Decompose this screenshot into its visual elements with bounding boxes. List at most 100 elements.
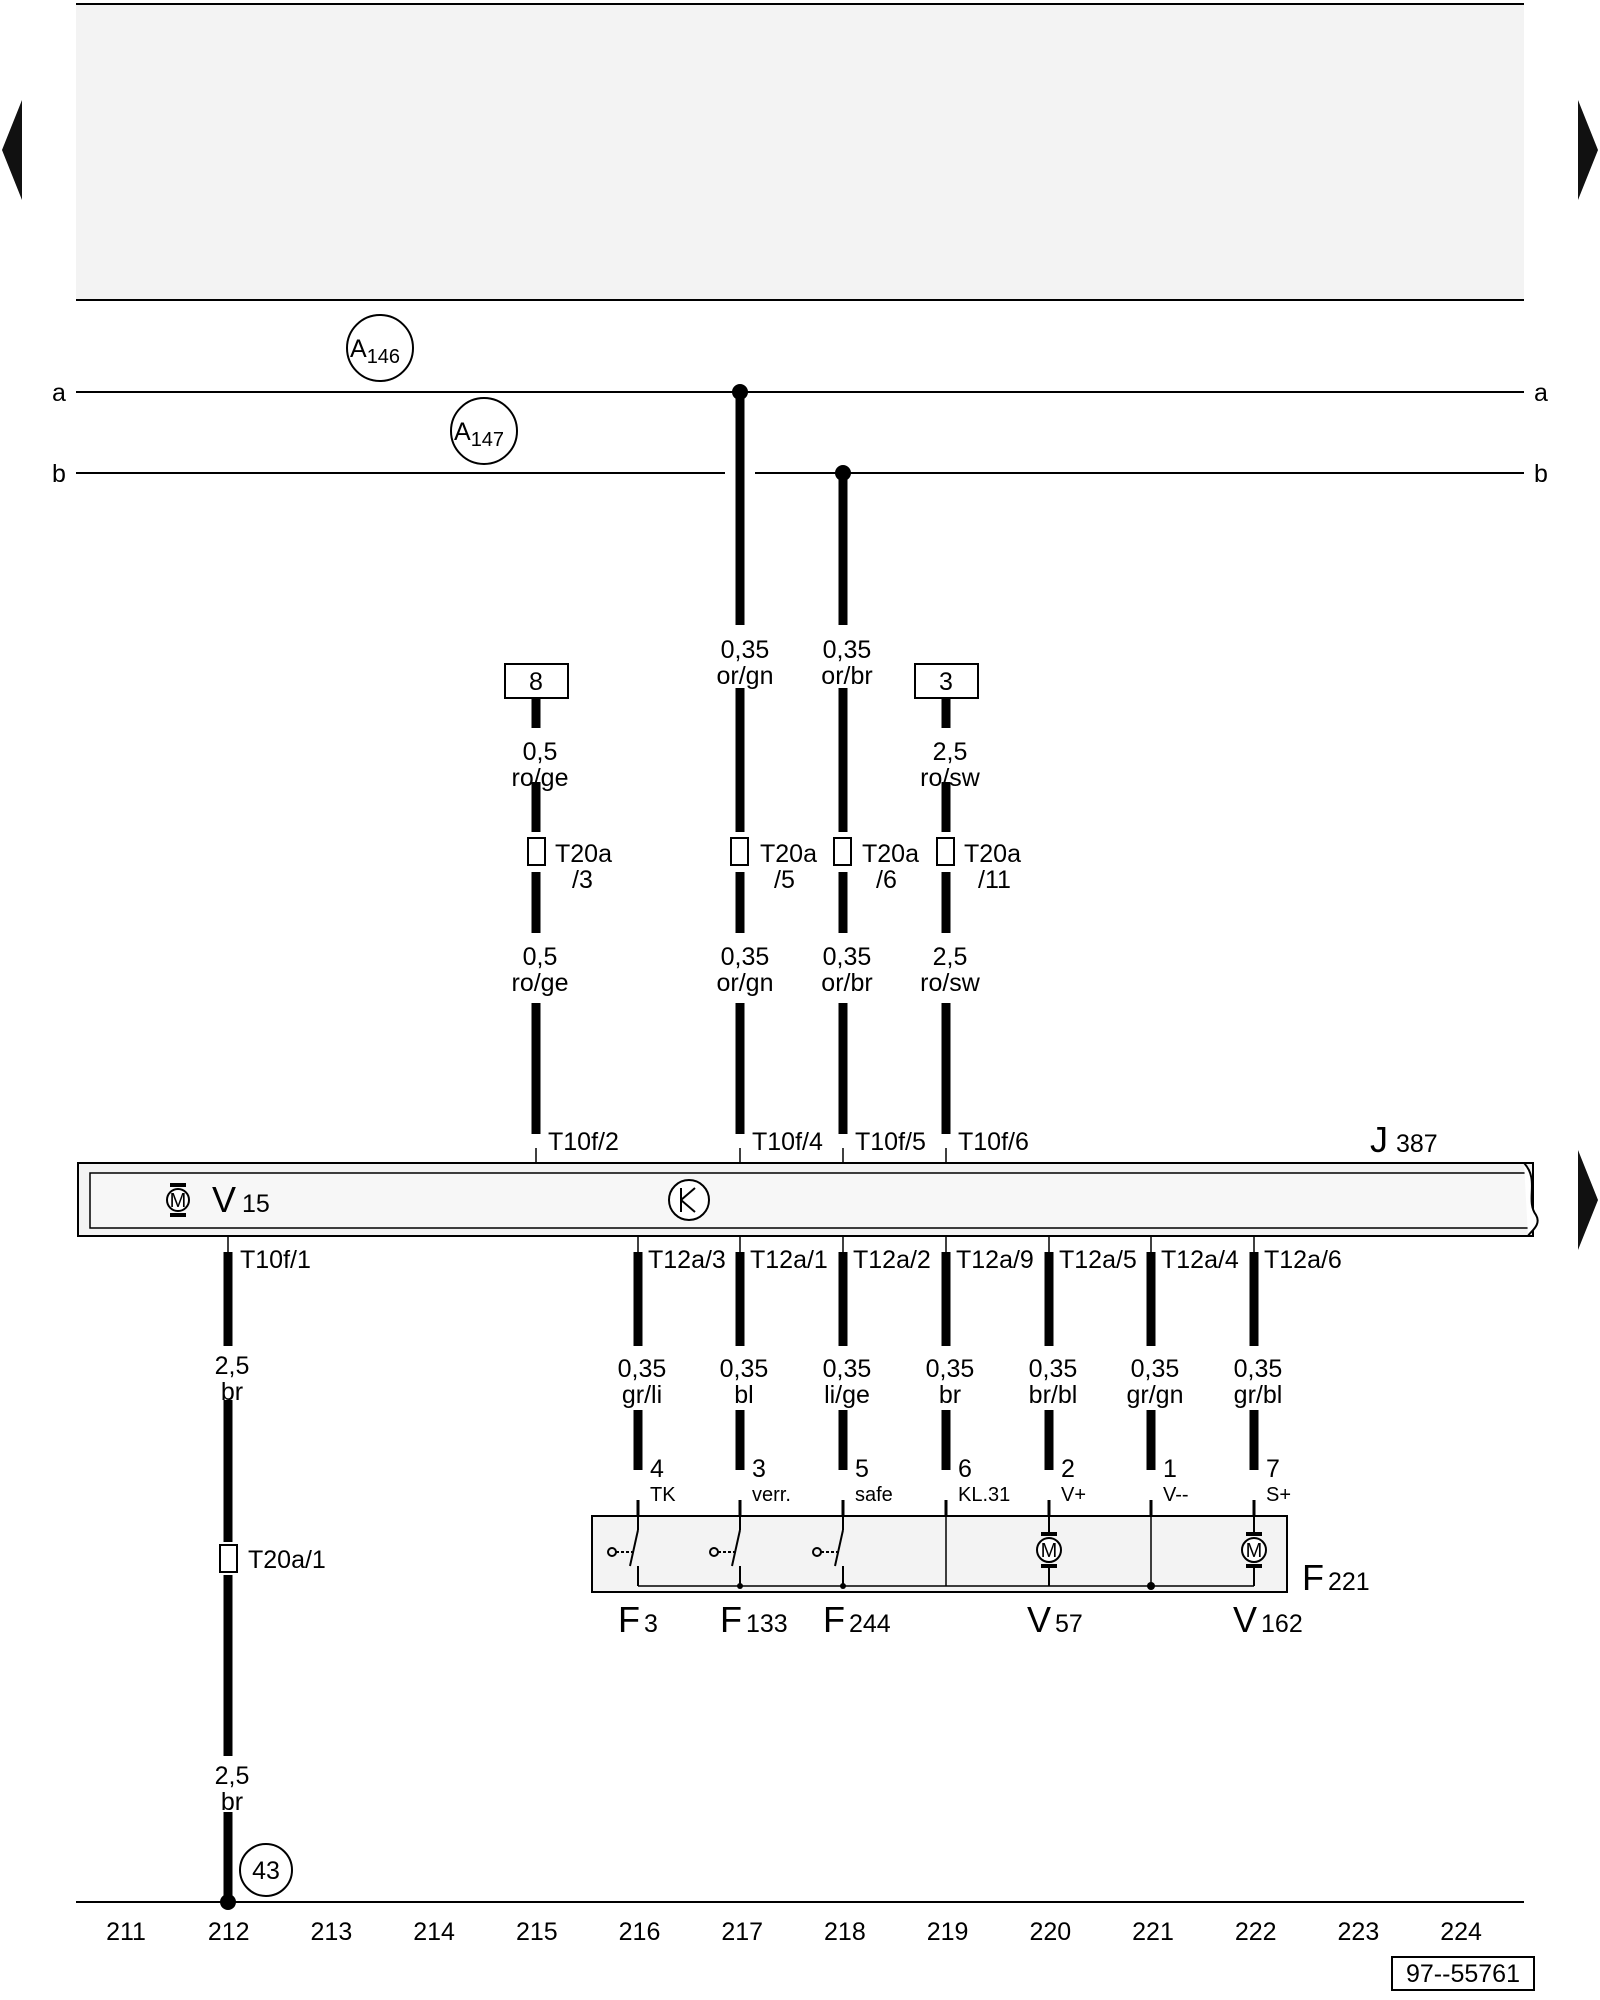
- scale-label: 215: [516, 1918, 558, 1946]
- motor-v15-icon: [166, 1188, 190, 1212]
- lower-wire-3-terminal-number: 5: [855, 1455, 869, 1483]
- upper-wire-1-connector-pin: /3: [572, 866, 593, 894]
- lower-wire-4-terminal-name: KL.31: [958, 1484, 1010, 1506]
- lower-wire-3-pin: T12a/2: [853, 1246, 931, 1274]
- bus-b-label-right: b: [1534, 460, 1548, 488]
- upper-wire-4-pin: T10f/6: [958, 1128, 1029, 1156]
- motor-v15-symbol: M: [170, 1190, 187, 1212]
- motor-v162-symbol: M: [1246, 1540, 1263, 1562]
- scale-label: 222: [1235, 1918, 1277, 1946]
- upper-wire-3-gauge: 0,35: [823, 636, 872, 664]
- upper-wire-3-lower-color: or/br: [821, 969, 872, 997]
- lower-wire-1-terminal-number: 4: [650, 1455, 664, 1483]
- lower-wire-3-color: li/ge: [824, 1381, 870, 1409]
- lower-wire-1-terminal-name: TK: [650, 1484, 676, 1506]
- component-f3-sub: 3: [644, 1610, 658, 1638]
- lower-wire-2-color: bl: [734, 1381, 753, 1409]
- ground-ref-circle: [239, 1843, 293, 1897]
- control-unit-bottom-pins: [227, 1236, 1255, 1252]
- component-f244-sub: 244: [849, 1610, 891, 1638]
- connector-t20a-3-icon: [527, 837, 546, 866]
- upper-wire-3-junction: [835, 465, 851, 481]
- control-unit-inner-frame: [89, 1172, 1531, 1229]
- upper-wire-3-connector-pin: /6: [876, 866, 897, 894]
- motor-v15-brush-top: [170, 1183, 186, 1187]
- previous-page-arrow-icon[interactable]: [2, 100, 22, 200]
- lower-wire-2-terminal-name: verr.: [752, 1484, 791, 1506]
- lock-unit-frame: [591, 1515, 1288, 1593]
- upper-wire-3-color: or/br: [821, 662, 872, 690]
- upper-wire-1-pin: T10f/2: [548, 1128, 619, 1156]
- ref-a146-circle: [346, 314, 414, 382]
- svg-text:V57: V57: [1027, 1599, 1083, 1640]
- upper-wire-1-gauge: 0,5: [523, 738, 558, 766]
- terminal-box-3-text: 3: [939, 668, 953, 696]
- component-f3-main: F: [618, 1599, 640, 1640]
- control-unit-main: J: [1370, 1119, 1388, 1160]
- lower-wire-4-terminal-number: 6: [958, 1455, 972, 1483]
- upper-wire-3-lower-gauge: 0,35: [823, 943, 872, 971]
- bus-a-label-right: a: [1534, 379, 1548, 407]
- scale-label: 218: [824, 1918, 866, 1946]
- upper-wire-4-gauge: 2,5: [933, 738, 968, 766]
- terminal-box-3: 3: [914, 663, 979, 699]
- upper-wire-2-connector: T20a: [760, 840, 817, 868]
- upper-wire-4-lower-gauge: 2,5: [933, 943, 968, 971]
- lower-wire-5-pin: T12a/5: [1059, 1246, 1137, 1274]
- ref-a147-sub: 147: [471, 429, 504, 451]
- upper-wire-4-color: ro/sw: [920, 764, 981, 792]
- lower-wire-3-terminal-name: safe: [855, 1484, 893, 1506]
- upper-wire-1-lower-color: ro/ge: [512, 969, 569, 997]
- lower-wire-6-pin: T12a/4: [1161, 1246, 1239, 1274]
- ground-wire-color: br: [221, 1378, 243, 1406]
- doc-number-frame: [1391, 1956, 1535, 1991]
- svg-text:A146: A146: [350, 335, 400, 368]
- lower-wire-7-terminal-number: 7: [1266, 1455, 1280, 1483]
- upper-wire-2-lower-gauge: 0,35: [721, 943, 770, 971]
- lock-unit-main: F: [1302, 1557, 1324, 1598]
- scale-label: 214: [413, 1918, 455, 1946]
- transistor-circle: [668, 1179, 710, 1221]
- upper-wire-4-connector: T20a: [964, 840, 1021, 868]
- lower-wire-1-gauge: 0,35: [618, 1355, 667, 1383]
- upper-wire-1-lower-gauge: 0,5: [523, 943, 558, 971]
- ref-a147-circle: [450, 397, 518, 465]
- switch-f3-icon: [607, 1516, 639, 1586]
- lower-wires: T12a/30,35gr/li4TKT12a/10,35bl3verr.T12a…: [618, 1246, 1342, 1516]
- lower-wire-6-gauge: 0,35: [1131, 1355, 1180, 1383]
- scale-label: 221: [1132, 1918, 1174, 1946]
- motor-v162: M: [1241, 1516, 1267, 1586]
- component-v57-sub: 57: [1055, 1610, 1083, 1638]
- motor-v15-sub: 15: [242, 1190, 270, 1218]
- switch-f133-icon: [709, 1516, 741, 1586]
- lower-wire-5-terminal-name: V+: [1061, 1484, 1086, 1506]
- lower-wire-6-terminal-name: V--: [1163, 1484, 1189, 1506]
- lower-wire-4-gauge: 0,35: [926, 1355, 975, 1383]
- lower-wire-5-terminal-number: 2: [1061, 1455, 1075, 1483]
- component-v57-main: V: [1027, 1599, 1051, 1640]
- scale-label: 220: [1029, 1918, 1071, 1946]
- continue-arrow-icon[interactable]: [1578, 1150, 1598, 1250]
- scale-label: 216: [619, 1918, 661, 1946]
- next-page-arrow-icon[interactable]: [1578, 100, 1598, 200]
- ground-wire-lower-color: br: [221, 1788, 243, 1816]
- lower-wire-6-terminal-number: 1: [1163, 1455, 1177, 1483]
- ref-a147: A147: [450, 397, 518, 465]
- connector-t20a-6-icon: [833, 837, 852, 866]
- motor-v162-icon: [1241, 1537, 1267, 1563]
- ground-ref-label: 43: [252, 1857, 280, 1885]
- scale-label: 219: [927, 1918, 969, 1946]
- motor-v15-brush-bottom: [170, 1213, 186, 1217]
- terminal-box-8-text: 8: [529, 668, 543, 696]
